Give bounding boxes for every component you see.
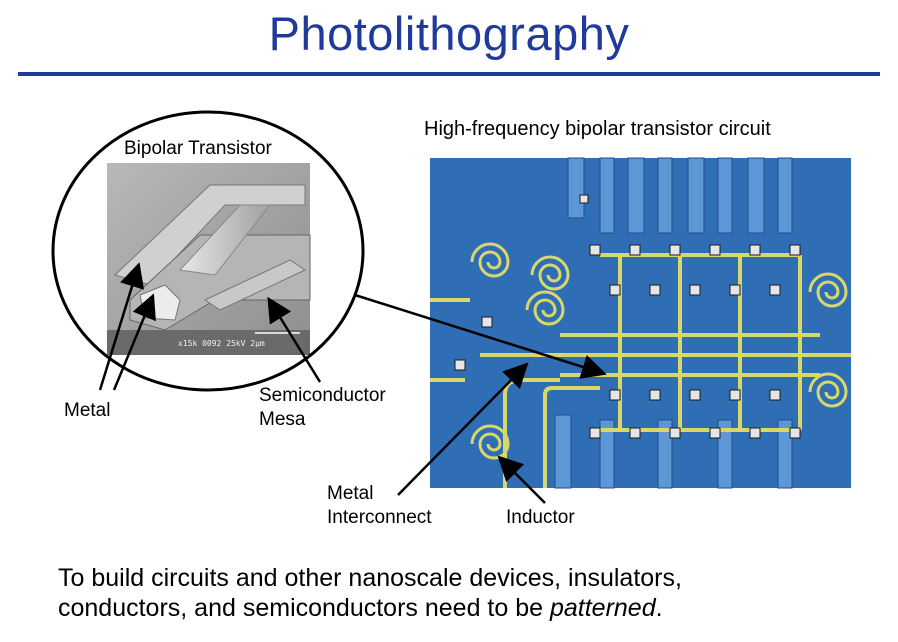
right-image-caption: High-frequency bipolar transistor circui… <box>424 118 771 140</box>
label-semiconductor-line1: Semiconductor <box>259 385 386 406</box>
footer-line2-prefix: conductors, and semiconductors need to b… <box>58 594 550 622</box>
label-metal-interconnect: Metal Interconnect <box>327 482 432 530</box>
footer-emphasis: patterned <box>549 594 656 622</box>
label-interconnect-line2: Interconnect <box>327 507 432 528</box>
metal-arrow-2 <box>112 293 156 391</box>
zoom-connector-arrow <box>354 293 607 379</box>
label-semiconductor-line2: Mesa <box>259 409 306 430</box>
magnifier-ellipse <box>51 110 365 392</box>
footer-line1: To build circuits and other nanoscale de… <box>58 564 682 592</box>
footer-text: To build circuits and other nanoscale de… <box>58 563 878 623</box>
footer-line2-suffix: . <box>655 594 663 622</box>
page-title: Photolithography <box>268 7 630 60</box>
sem-image: x15k 0092 25kV 2μm <box>107 163 311 355</box>
label-interconnect-line1: Metal <box>327 483 374 504</box>
label-metal: Metal <box>64 400 111 421</box>
annotation-arrows <box>98 262 607 504</box>
interconnect-arrow <box>397 362 529 496</box>
left-image-caption: Bipolar Transistor <box>124 138 272 159</box>
title-underline <box>18 72 880 76</box>
metal-arrow-1 <box>98 262 145 391</box>
label-inductor: Inductor <box>506 507 575 528</box>
footer-line2: conductors, and semiconductors need to b… <box>58 593 878 623</box>
sem-scale-readout: x15k 0092 25kV 2μm <box>178 339 265 348</box>
mesa-arrow <box>267 296 322 383</box>
label-semiconductor-mesa: Semiconductor Mesa <box>259 384 386 432</box>
inductor-arrow <box>497 455 546 504</box>
circuit-micrograph <box>430 157 851 489</box>
